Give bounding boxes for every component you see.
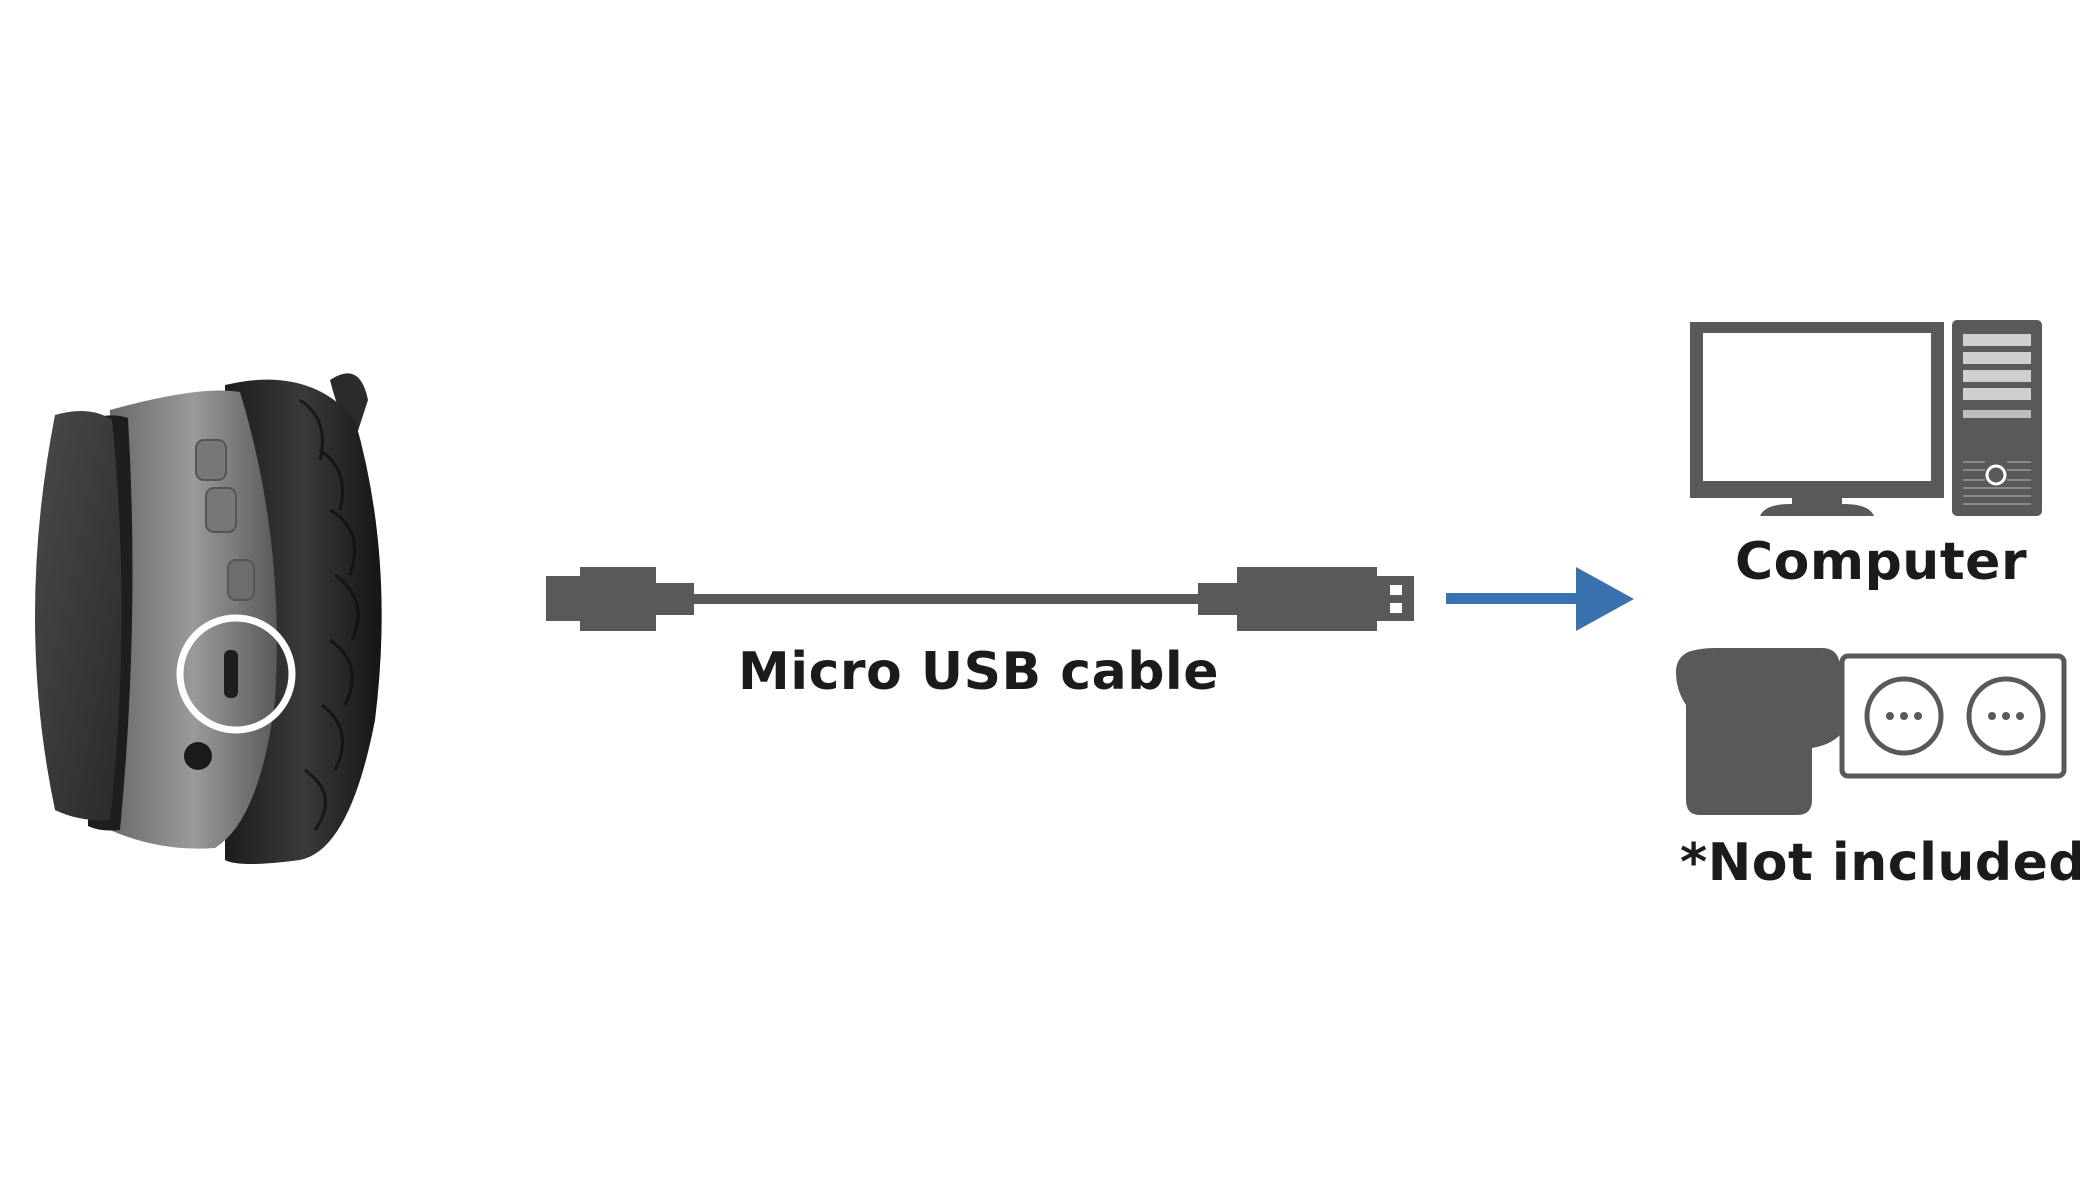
port-highlight-ring (176, 614, 296, 734)
wall-socket-icon (1839, 653, 2067, 779)
usb-a-plug-icon (1198, 567, 1414, 631)
micro-usb-plug-icon (546, 567, 694, 631)
micro-usb-cable (546, 567, 1414, 631)
cable-wire (692, 594, 1202, 604)
cable-label: Micro USB cable (738, 642, 1220, 702)
headphone-earcup (35, 373, 382, 864)
arrow-right-icon (1446, 567, 1634, 631)
desktop-computer-icon (1690, 320, 2042, 516)
computer-label: Computer (1735, 532, 2028, 592)
not-included-note: *Not included (1680, 833, 2080, 893)
socket-outlet-left (1864, 676, 1944, 756)
socket-outlet-right (1966, 676, 2046, 756)
micro-usb-port (224, 650, 238, 698)
